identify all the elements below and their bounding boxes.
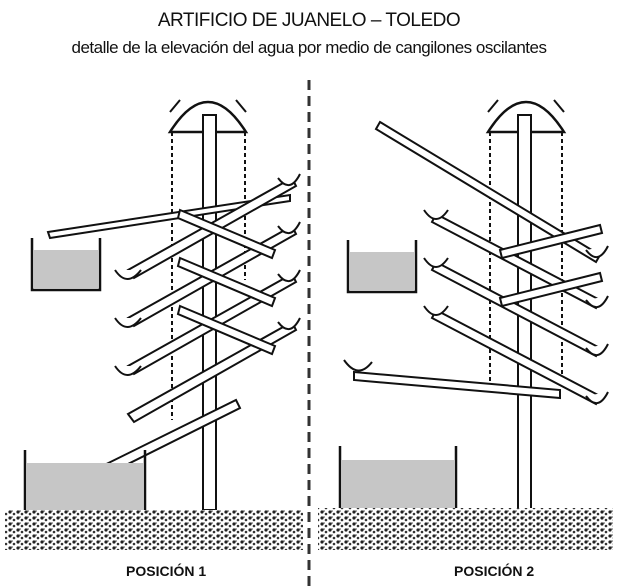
bucket-cups-2: [343, 209, 609, 404]
diagram-title: ARTIFICIO DE JUANELO – TOLEDO: [157, 10, 461, 31]
position-2-label: POSICIÓN 2: [454, 563, 535, 579]
oscillating-buckets-2: [353, 212, 604, 406]
diagram-subtitle: detalle de la elevación del agua por med…: [71, 38, 547, 57]
upper-tank-1: [30, 238, 102, 292]
ground-2: [318, 508, 613, 550]
position-1-label: POSICIÓN 1: [126, 563, 207, 579]
central-post-1: [202, 114, 217, 511]
ground-1: [5, 510, 303, 550]
position-2-diagram: [338, 99, 609, 514]
position-1-diagram: [23, 99, 301, 514]
lower-tank-1: [23, 450, 147, 514]
upper-tank-2: [346, 240, 418, 294]
lower-tank-2: [338, 446, 458, 514]
bucket-cups-1: [114, 173, 301, 376]
